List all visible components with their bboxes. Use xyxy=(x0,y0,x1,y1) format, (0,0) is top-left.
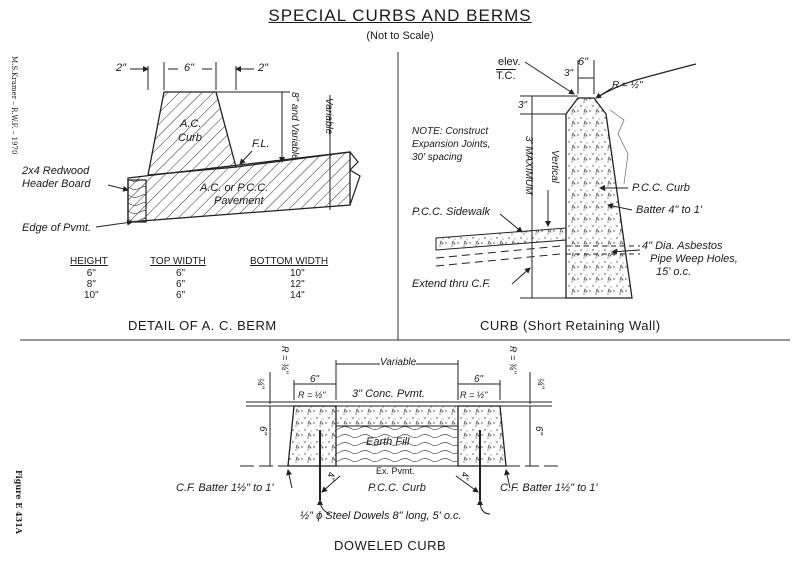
sidewalk-label: P.C.C. Sidewalk xyxy=(412,206,491,218)
edge-of-pavement-label: Edge of Pvmt. xyxy=(22,222,92,234)
doweled-height-right: 6" xyxy=(533,426,544,436)
doweled-r-half-left: R = ½" xyxy=(298,390,326,400)
berm-dim-right: 2" xyxy=(258,62,269,74)
table-cell: 12" xyxy=(290,279,305,290)
retaining-caption: CURB (Short Retaining Wall) xyxy=(480,318,661,333)
note-line-2: Expansion Joints, xyxy=(412,139,491,150)
steel-dowels-label: ½" ϕ Steel Dowels 8" long, 5' o.c. xyxy=(300,510,462,522)
dowel-dim-right: 4" xyxy=(460,472,470,481)
flow-line-label: F.L. xyxy=(252,138,270,150)
conc-pavement-label: 3" Conc. Pvmt. xyxy=(352,388,425,400)
weep-label-2: Pipe Weep Holes, xyxy=(650,253,738,265)
table-cell: 14" xyxy=(290,290,305,301)
table-cell: 10" xyxy=(290,268,305,279)
retaining-radius: R = ½" xyxy=(612,80,643,91)
doweled-curb-drawing xyxy=(240,360,560,515)
table-cell: 6" xyxy=(176,279,186,290)
table-col-bottom-width: 10" 12" 14" xyxy=(290,268,305,301)
retaining-dim-3v: 3" xyxy=(518,100,528,111)
doweled-radius-left: R = ¾" xyxy=(280,346,290,374)
doweled-dim-quarter-left: ¼" xyxy=(256,378,266,389)
max-height-label: 3' MAXIMUM xyxy=(523,136,534,195)
retained-earth-line xyxy=(595,63,697,99)
berm-curb-label-1: A.C. xyxy=(180,118,202,130)
retaining-dim-3h: 3" xyxy=(564,68,574,79)
doweled-variable: Variable xyxy=(380,357,417,368)
doweled-dim-quarter-right: ¼" xyxy=(536,378,546,389)
batter-label: Batter 4" to 1' xyxy=(636,204,702,216)
vertical-label: Vertical xyxy=(549,150,560,183)
berm-dim-left: 2" xyxy=(116,62,127,74)
tc-label: T.C. xyxy=(496,70,516,82)
header-board xyxy=(127,179,147,223)
doweled-radius-right: R = ¾" xyxy=(508,346,518,374)
table-header-height: HEIGHT xyxy=(70,256,108,267)
elev-label: elev. xyxy=(498,56,521,68)
doweled-r-half-right: R = ½" xyxy=(460,390,488,400)
table-cell: 6" xyxy=(176,290,186,301)
note-line-3: 30' spacing xyxy=(412,152,463,163)
dowel-dim-left: 4" xyxy=(326,472,336,481)
berm-break-line xyxy=(349,151,361,206)
table-cell: 8" xyxy=(86,279,96,290)
table-cell: 10" xyxy=(84,290,99,301)
ex-pavement-label: Ex. Pvmt. xyxy=(376,466,415,476)
berm-height-label: 8" and Variable xyxy=(289,92,300,160)
header-board-label-1: 2x4 Redwood xyxy=(22,165,90,177)
table-col-height: 6" 8" 10" xyxy=(84,268,99,301)
berm-pavement-label-2: Pavement xyxy=(214,195,264,207)
table-cell: 6" xyxy=(86,268,96,279)
berm-pavement-label-1: A.C. or P.C.C. xyxy=(200,182,269,194)
figure-number: Figure E 431A xyxy=(14,470,24,535)
doweled-height-left: 6" xyxy=(257,426,268,436)
cf-batter-left: C.F. Batter 1½" to 1' xyxy=(176,482,274,494)
berm-variable-label: Variable xyxy=(323,98,334,135)
doweled-curb-right xyxy=(457,405,507,467)
doweled-caption: DOWELED CURB xyxy=(334,538,447,553)
retaining-pcc-curb-label: P.C.C. Curb xyxy=(632,182,690,194)
author-credit: M.S.Kramer – R.W.F. – 1970 xyxy=(10,56,18,155)
table-col-top-width: 6" 6" 6" xyxy=(176,268,185,301)
header-pointer xyxy=(107,184,129,192)
table-header-bottom-width: BOTTOM WIDTH xyxy=(250,256,329,267)
earth-fill-label: Earth Fill xyxy=(366,436,410,448)
ac-berm-drawing xyxy=(95,62,361,228)
retaining-dim-6: 6" xyxy=(578,56,589,68)
berm-dim-top: 6" xyxy=(184,62,195,74)
berm-caption: DETAIL OF A. C. BERM xyxy=(128,318,277,333)
weep-label-3: 15' o.c. xyxy=(656,266,692,278)
doweled-curb-left xyxy=(287,405,337,467)
extend-label: Extend thru C.F. xyxy=(412,278,491,290)
table-header-top-width: TOP WIDTH xyxy=(150,256,206,267)
berm-curb-label-2: Curb xyxy=(178,132,202,144)
page-subtitle: (Not to Scale) xyxy=(366,30,434,42)
header-board-label-2: Header Board xyxy=(22,178,91,190)
cf-batter-right: C.F. Batter 1½" to 1' xyxy=(500,482,598,494)
doweled-pcc-curb-label: P.C.C. Curb xyxy=(368,482,426,494)
page-title: SPECIAL CURBS AND BERMS xyxy=(268,6,532,25)
edge-pointer xyxy=(95,219,133,228)
conc-pavement xyxy=(335,405,459,427)
sidewalk-slab xyxy=(435,227,567,251)
table-cell: 6" xyxy=(176,268,186,279)
doweled-dim-6-left: 6" xyxy=(310,374,320,385)
note-line-1: NOTE: Construct xyxy=(412,126,489,137)
doweled-dim-6-right: 6" xyxy=(474,374,484,385)
retaining-wall-drawing xyxy=(435,60,697,299)
weep-label-1: 4" Dia. Asbestos xyxy=(642,240,723,252)
retaining-curb-shape xyxy=(565,97,633,299)
